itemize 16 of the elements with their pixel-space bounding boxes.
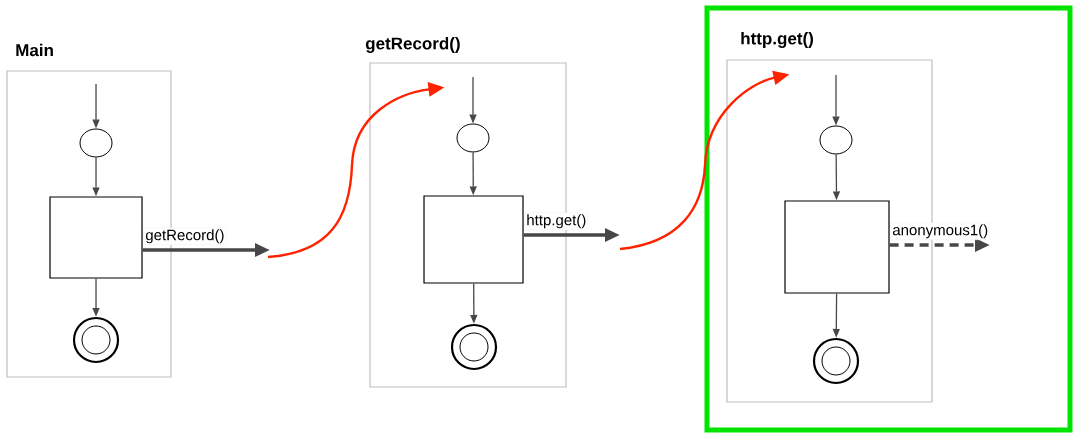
edge-label: anonymous1() [892,224,988,239]
activity-box [423,195,524,284]
end-circle [450,323,498,371]
start-circle [456,123,490,153]
start-circle [819,125,853,155]
panel-heading: Main [16,43,53,57]
panel-heading: getRecord() [365,37,460,53]
start-circle [79,128,113,158]
end-circle [812,337,860,385]
edge-label: getRecord() [145,229,224,244]
highlight-frame [704,5,1073,433]
panel-heading: http.get() [741,32,813,48]
edge-label: http.get() [527,214,586,229]
activity-box [784,200,890,294]
activity-box [49,196,143,279]
end-circle [72,316,120,364]
